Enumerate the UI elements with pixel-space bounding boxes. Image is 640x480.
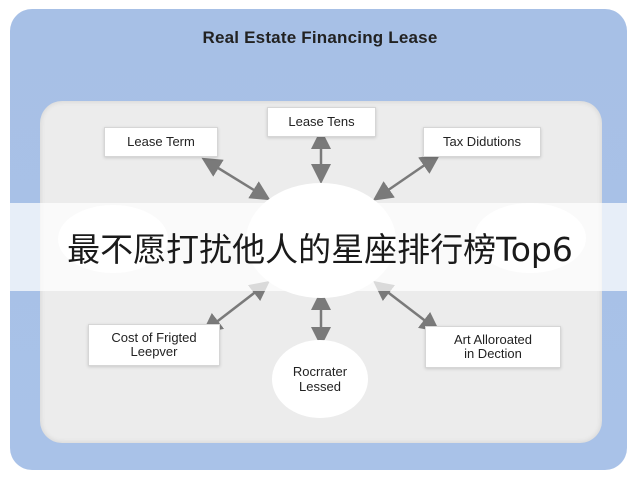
node-tax-didutions: Tax Didutions [423, 127, 541, 157]
node-lease-tens: Lease Tens [267, 107, 376, 137]
node-art-alloroated: Art Alloroated in Dection [425, 326, 561, 368]
diagram-title: Real Estate Financing Lease [202, 28, 438, 47]
arrow-top-left [201, 157, 271, 201]
arrow-bottom-left [202, 280, 270, 334]
node-rocrrater-lessed: Rocrrater Lessed [272, 340, 368, 418]
arrow-top-right [372, 154, 441, 201]
overlay-banner [0, 203, 640, 291]
banner-title: 最不愿打扰他人的星座排行榜Top6 [67, 230, 573, 269]
node-lease-term: Lease Term [104, 127, 218, 157]
arrow-bottom-right [373, 280, 440, 333]
node-cost-of-frigted: Cost of Frigted Leepver [88, 324, 220, 366]
